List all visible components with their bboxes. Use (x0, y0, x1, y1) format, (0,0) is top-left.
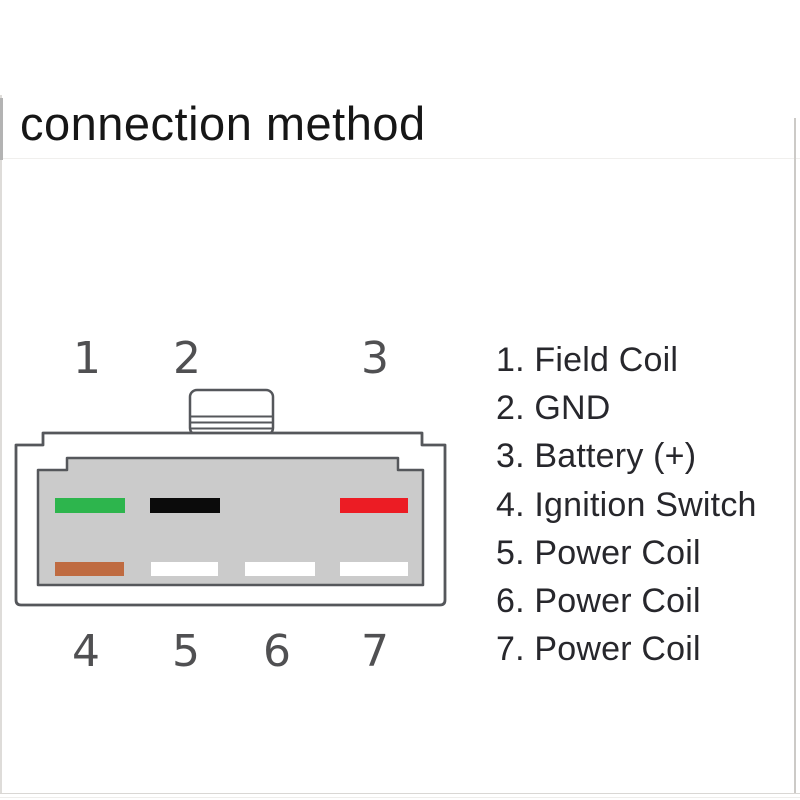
pin-number-6: 6 (263, 626, 291, 677)
legend-item-ignition-switch: 4. Ignition Switch (496, 485, 757, 524)
pin-number-4: 4 (72, 626, 100, 677)
scan-artifact-line (0, 158, 800, 159)
pin-6-power-coil (245, 562, 315, 576)
scan-artifact-line (794, 118, 796, 793)
legend-item-power-coil-7: 7. Power Coil (496, 630, 701, 669)
scan-artifact-line (0, 98, 3, 160)
pin-number-1: 1 (73, 333, 101, 384)
pin-number-7: 7 (361, 626, 389, 677)
legend-item-field-coil: 1. Field Coil (496, 341, 679, 379)
pin-number-5: 5 (172, 626, 200, 677)
scan-artifact-line (0, 793, 800, 794)
pin-2-gnd (150, 498, 220, 513)
pin-1-field-coil (55, 498, 125, 513)
legend-item-power-coil-6: 6. Power Coil (496, 582, 701, 621)
legend-item-power-coil-5: 5. Power Coil (496, 533, 701, 572)
scan-artifact-line (0, 797, 800, 798)
pin-number-3: 3 (361, 333, 389, 384)
legend-item-gnd: 2. GND (496, 389, 611, 428)
connector-housing (36, 456, 425, 587)
pin-number-2: 2 (173, 333, 201, 384)
pin-legend: 1. Field Coil 2. GND 3. Battery (+) 4. I… (496, 336, 757, 673)
connector-diagram (14, 388, 447, 607)
pin-7-power-coil (340, 562, 408, 576)
pin-5-power-coil (151, 562, 218, 576)
scan-artifact-line (0, 95, 2, 793)
pin-3-battery (340, 498, 408, 513)
page-title: connection method (20, 97, 426, 150)
pin-4-ignition-switch (55, 562, 124, 576)
legend-item-battery: 3. Battery (+) (496, 437, 697, 476)
